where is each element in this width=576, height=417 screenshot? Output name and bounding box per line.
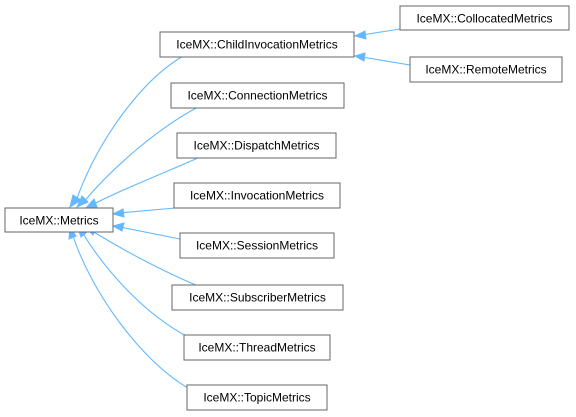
node-dispatch-metrics[interactable]: IceMX::DispatchMetrics	[176, 132, 337, 159]
node-thread-metrics[interactable]: IceMX::ThreadMetrics	[183, 334, 331, 361]
edge-connection-to-metrics	[75, 106, 199, 209]
node-label: IceMX::SessionMetrics	[196, 239, 318, 253]
node-remote-metrics[interactable]: IceMX::RemoteMetrics	[409, 56, 563, 83]
edge-collocated-to-child	[353, 28, 401, 40]
node-subscriber-metrics[interactable]: IceMX::SubscriberMetrics	[171, 284, 344, 311]
node-invocation-metrics[interactable]: IceMX::InvocationMetrics	[173, 182, 341, 209]
edge-remote-to-child	[353, 52, 411, 66]
node-label: IceMX::ThreadMetrics	[198, 341, 315, 355]
node-label: IceMX::InvocationMetrics	[190, 189, 324, 203]
node-label: IceMX::CollocatedMetrics	[416, 12, 552, 26]
node-metrics[interactable]: IceMX::Metrics	[4, 207, 114, 233]
node-label: IceMX::SubscriberMetrics	[189, 291, 326, 305]
node-label: IceMX::DispatchMetrics	[193, 139, 319, 153]
node-label: IceMX::ConnectionMetrics	[187, 89, 327, 103]
node-topic-metrics[interactable]: IceMX::TopicMetrics	[186, 384, 328, 411]
node-collocated-metrics[interactable]: IceMX::CollocatedMetrics	[399, 5, 570, 31]
node-label: IceMX::TopicMetrics	[203, 391, 310, 405]
node-label: IceMX::RemoteMetrics	[425, 63, 546, 77]
edge-session-to-metrics	[111, 222, 181, 240]
edge-topic-to-metrics	[68, 225, 189, 389]
node-connection-metrics[interactable]: IceMX::ConnectionMetrics	[170, 82, 345, 109]
node-child-invocation-metrics[interactable]: IceMX::ChildInvocationMetrics	[159, 31, 355, 58]
node-label: IceMX::ChildInvocationMetrics	[176, 38, 337, 52]
node-session-metrics[interactable]: IceMX::SessionMetrics	[179, 232, 335, 259]
edge-thread-to-metrics	[77, 227, 191, 339]
edge-invocation-to-metrics	[111, 207, 176, 218]
edge-child-to-metrics	[69, 54, 186, 209]
node-label: IceMX::Metrics	[19, 214, 98, 228]
